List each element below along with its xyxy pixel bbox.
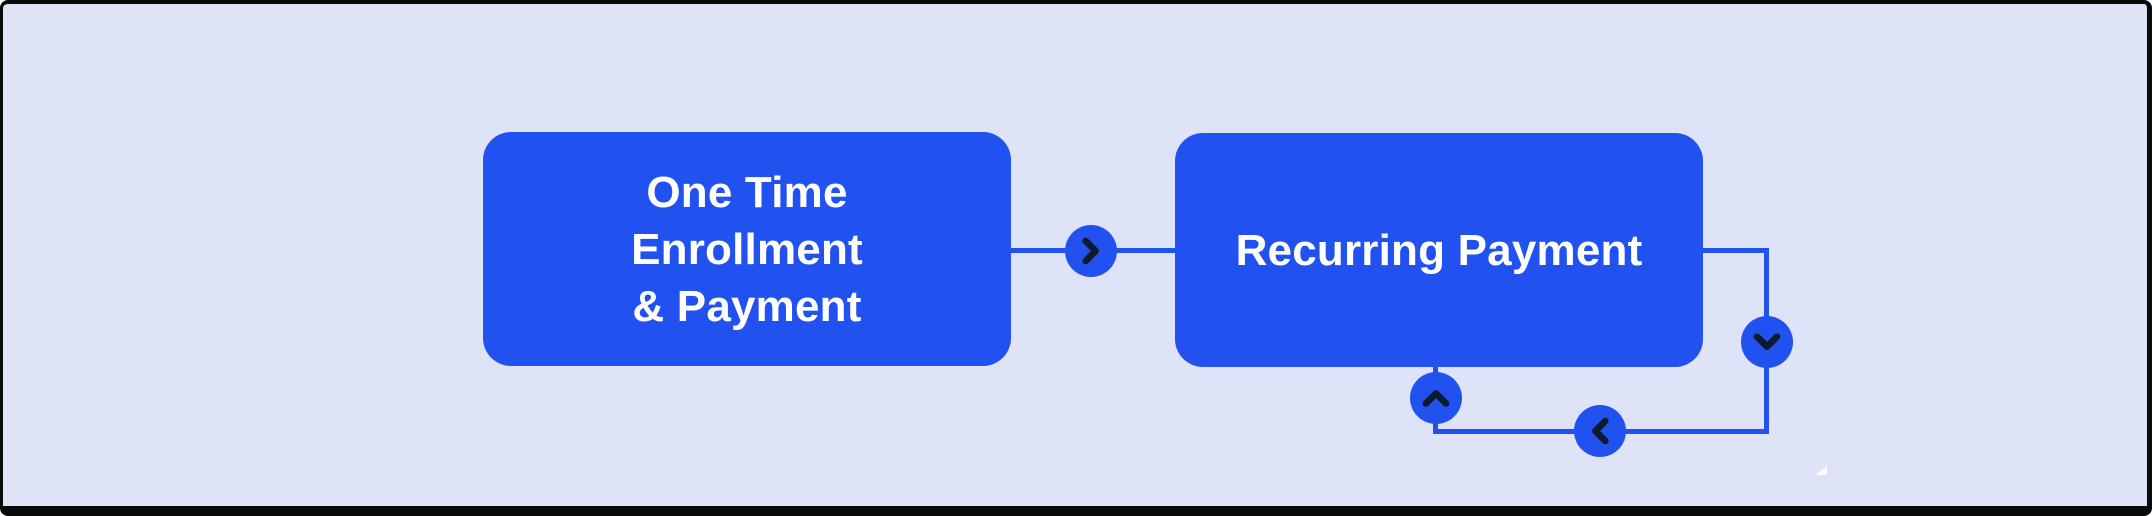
chevron-right-icon [1082, 237, 1099, 265]
chevron-left-icon [1592, 417, 1609, 445]
cursor-artifact [1815, 466, 1827, 475]
node-label-line: Enrollment [631, 224, 863, 274]
node-label-line: & Payment [632, 281, 862, 331]
chevron-down-badge [1741, 316, 1793, 368]
node-one-time-enrollment: One Time Enrollment & Payment [483, 132, 1011, 366]
node-label-line: One Time [646, 167, 848, 217]
node-one-time-enrollment-label: One Time Enrollment & Payment [631, 164, 863, 335]
chevron-up-icon [1422, 390, 1450, 407]
chevron-up-badge [1410, 372, 1462, 424]
node-recurring-payment-label: Recurring Payment [1236, 222, 1643, 279]
node-label-line: Recurring Payment [1235, 225, 1643, 275]
chevron-down-icon [1753, 333, 1781, 350]
node-recurring-payment: Recurring Payment [1175, 133, 1703, 367]
chevron-left-badge [1574, 405, 1626, 457]
chevron-right-badge [1065, 225, 1117, 277]
loop-top-line [1703, 248, 1769, 253]
